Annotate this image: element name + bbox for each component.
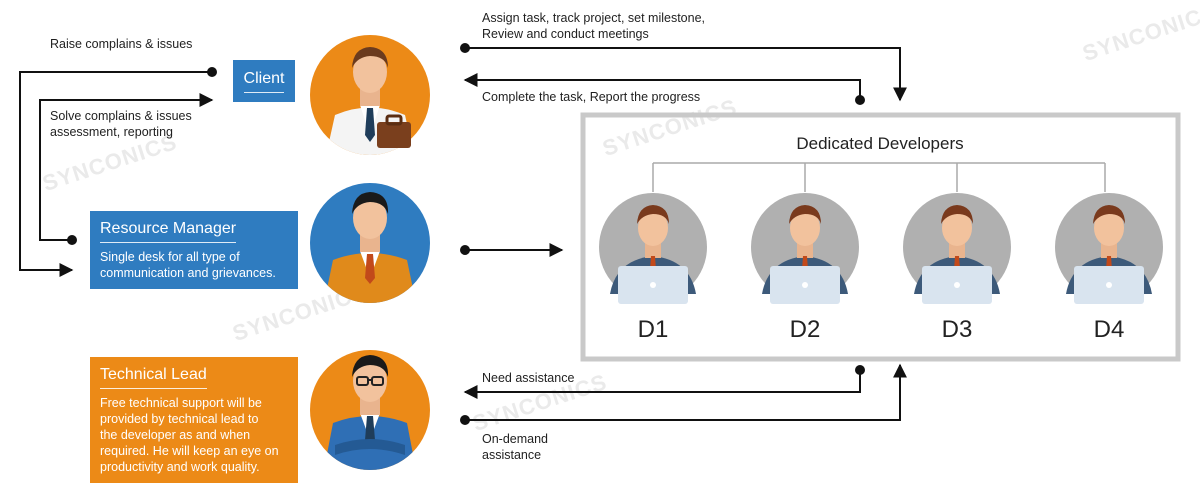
client-avatar (305, 30, 435, 160)
label-assign-task: Assign task, track project, set mileston… (482, 11, 706, 41)
client-box: Client (233, 60, 295, 102)
developer-label: D4 (1093, 316, 1125, 343)
developer-avatar (900, 190, 1014, 304)
resource-manager-avatar (305, 178, 435, 308)
technical-lead-description: Free technical support will be provided … (100, 396, 279, 474)
label-need-assistance: Need assistance (482, 371, 575, 385)
label-solve-complains: Solve complains & issues assessment, rep… (50, 109, 192, 139)
client-title: Client (243, 69, 285, 93)
resource-manager-title: Resource Manager (100, 219, 237, 243)
developer-icon (751, 193, 859, 304)
developer-avatar (748, 190, 862, 304)
developer-label: D2 (789, 316, 821, 343)
developer-avatar (596, 190, 710, 304)
label-complete-task: Complete the task, Report the progress (482, 90, 701, 104)
technical-lead-avatar (305, 345, 435, 475)
developer-icon (599, 193, 707, 304)
label-on-demand-assistance: On-demand assistance (482, 432, 549, 462)
technical-lead-title: Technical Lead (100, 365, 207, 389)
label-raise-complains: Raise complains & issues (50, 37, 193, 51)
resource-manager-box: Resource Manager Single desk for all typ… (90, 211, 298, 289)
developer-icon (1055, 193, 1163, 304)
technical-lead-box: Technical Lead Free technical support wi… (90, 357, 298, 483)
developer-label: D3 (941, 316, 973, 343)
resource-manager-description: Single desk for all type of communicatio… (100, 250, 276, 280)
team-title: Dedicated Developers (796, 134, 964, 153)
developer-label: D1 (637, 316, 669, 343)
resource-manager-avatar-icon (310, 183, 430, 303)
developer-avatar (1052, 190, 1166, 304)
client-avatar-icon (310, 35, 430, 155)
technical-lead-avatar-icon (310, 350, 430, 470)
developer-icon (903, 193, 1011, 304)
